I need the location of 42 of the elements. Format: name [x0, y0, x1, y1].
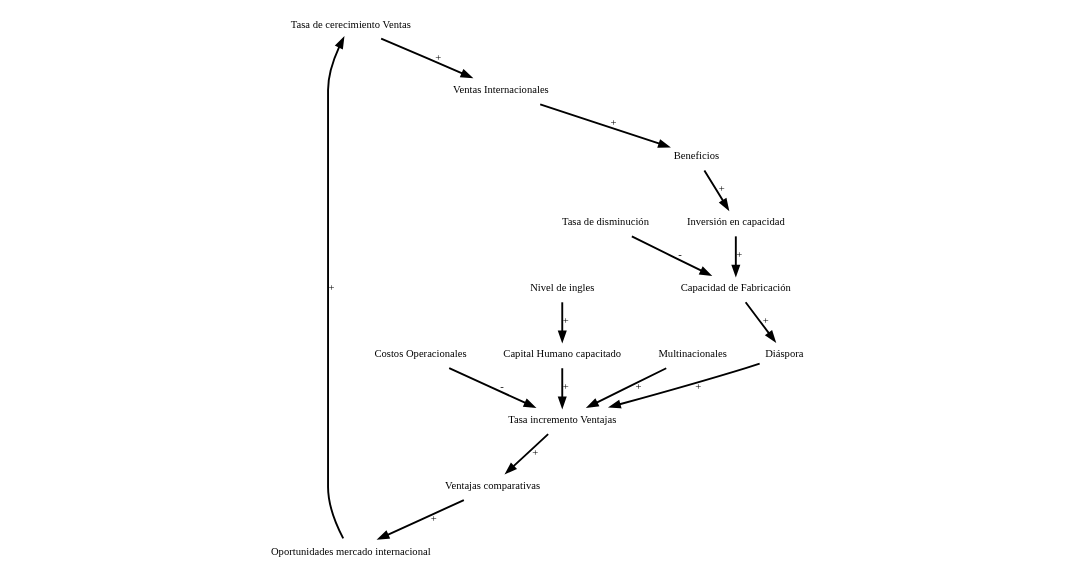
node-text: Ventajas comparativas: [444, 480, 540, 492]
arrow: [447, 367, 536, 408]
arrow: [538, 103, 671, 148]
edge-label: +: [735, 249, 742, 261]
node-text: Nivel de ingles: [529, 282, 594, 294]
edge-label: +: [762, 315, 769, 327]
node-text: Capital Humano capacitado: [502, 348, 621, 360]
node-text: Multinacionales: [657, 348, 727, 360]
edge-label: -: [677, 249, 682, 261]
node-text: Beneficios: [673, 150, 719, 162]
arrow: [585, 367, 667, 408]
arrow: [376, 499, 465, 540]
edge-label: +: [718, 183, 725, 195]
arrow: [630, 235, 712, 277]
arrow: [744, 301, 776, 343]
node-text: Tasa de cerecimiento Ventas: [290, 18, 411, 30]
node-text: Diáspora: [764, 348, 803, 360]
arrow: [702, 169, 729, 212]
edge-label: +: [434, 51, 441, 63]
edge-label: +: [430, 513, 437, 525]
node-text: Capacidad de Fabricación: [680, 282, 791, 294]
node-text: Costos Operacionales: [373, 348, 467, 360]
arrow: [557, 301, 567, 344]
node-text: Ventas Internacionales: [452, 84, 549, 96]
edge-label: -: [499, 381, 504, 393]
edge-label: +: [694, 381, 701, 393]
arrow: [607, 362, 761, 409]
node-text: Tasa incremento Ventajas: [507, 414, 616, 426]
edge-label: +: [327, 282, 334, 294]
node-text: Tasa de disminución: [561, 216, 649, 228]
edge-label: +: [531, 447, 538, 459]
node-text: Oportunidades mercado internacional: [270, 546, 431, 558]
edge-label: +: [562, 381, 569, 393]
arrow: [730, 235, 740, 278]
edge-label: +: [562, 315, 569, 327]
arrow: [557, 367, 567, 410]
edge-label: +: [609, 117, 616, 129]
arrow: [326, 36, 344, 540]
arrow: [504, 433, 549, 475]
node-text: Inversión en capacidad: [686, 216, 785, 228]
arrow: [379, 37, 473, 79]
edge-label: +: [634, 381, 641, 393]
